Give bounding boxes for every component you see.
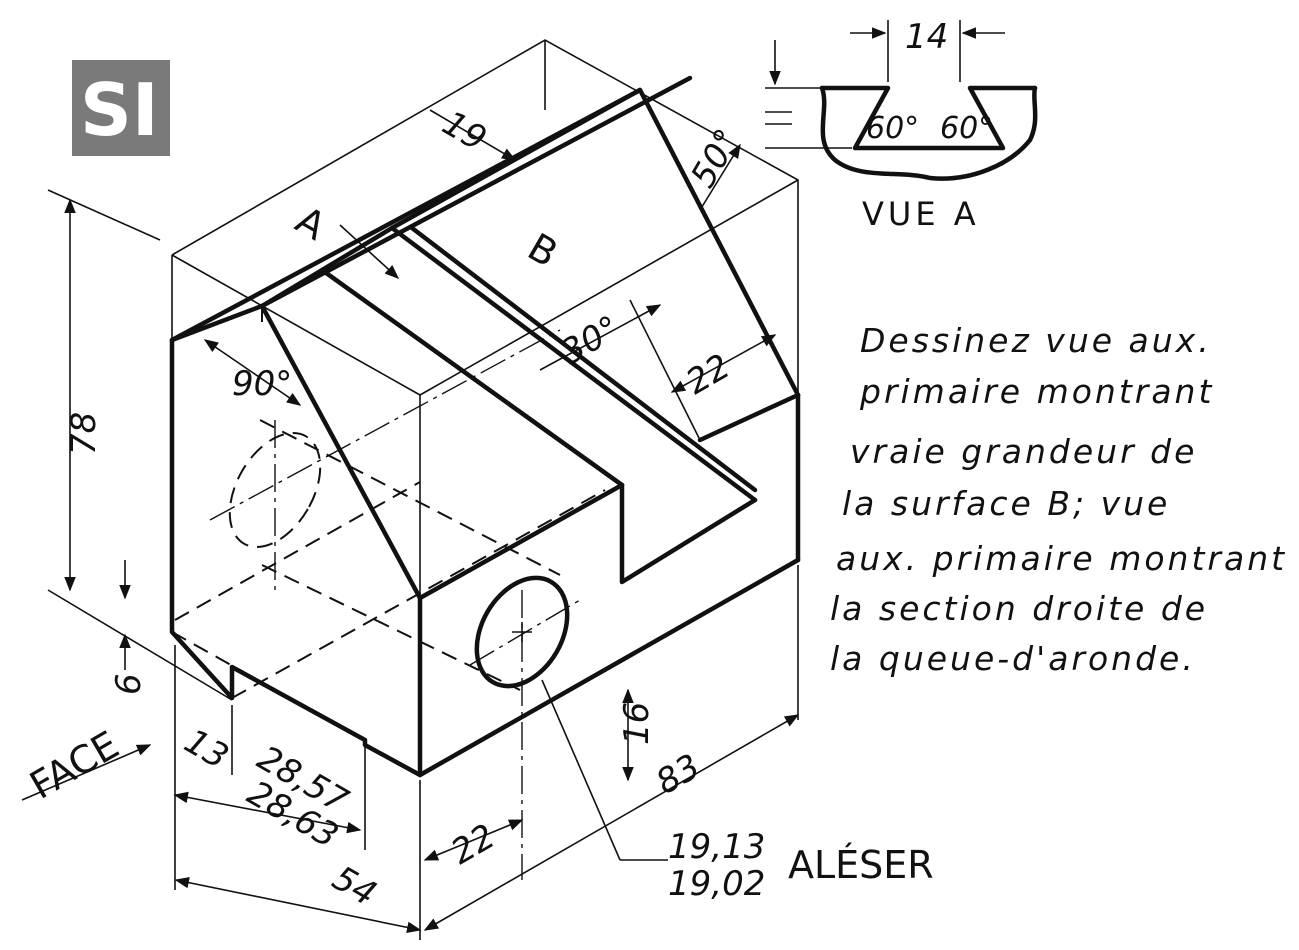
note-line-7: la queue-d'aronde. [830,639,1196,678]
construction-box [171,39,799,600]
vue-a-title: VUE A [862,195,980,233]
bore-note: ALÉSER [788,843,934,887]
vue-a-detail [765,20,1038,181]
dim-83: 83 [650,747,707,803]
surface-a-label: A [289,198,334,249]
note-line-6: la section droite de [830,589,1208,628]
dim-16: 16 [617,702,657,745]
dimension-lines [21,109,800,940]
vue-a-angle-left: 60° [866,111,919,146]
bore-circle [474,575,570,689]
hidden-lines [171,306,606,741]
note-line-4: la surface B; vue [842,484,1170,523]
note-line-2: primaire montrant [859,372,1214,411]
vue-a-angle-right: 60° [940,111,993,146]
dim-19: 19 [436,103,493,159]
note-line-3: vraie grandeur de [850,432,1197,471]
bore-max: 19,13 [668,827,765,867]
dim-50-deg: 50° [683,122,748,194]
surface-b-label: B [521,225,566,276]
bore-min: 19,02 [668,864,765,904]
dim-13: 13 [178,721,235,777]
si-badge-text: SI [80,68,159,152]
dim-30-deg: 30° [555,308,627,373]
dim-54: 54 [326,858,383,914]
dim-22-bottom: 22 [445,817,502,873]
dim-22-top: 22 [680,347,737,403]
vue-a-width: 14 [905,17,948,57]
note-line-1: Dessinez vue aux. [860,321,1212,360]
note-line-5: aux. primaire montrant [836,539,1287,578]
dim-78: 78 [64,412,104,455]
dim-6: 6 [109,673,149,695]
si-badge: SI [72,60,170,156]
dim-90-deg: 90° [232,364,292,404]
face-label: FACE [23,723,127,808]
instruction-note: Dessinez vue aux. primaire montrant vrai… [830,321,1287,678]
